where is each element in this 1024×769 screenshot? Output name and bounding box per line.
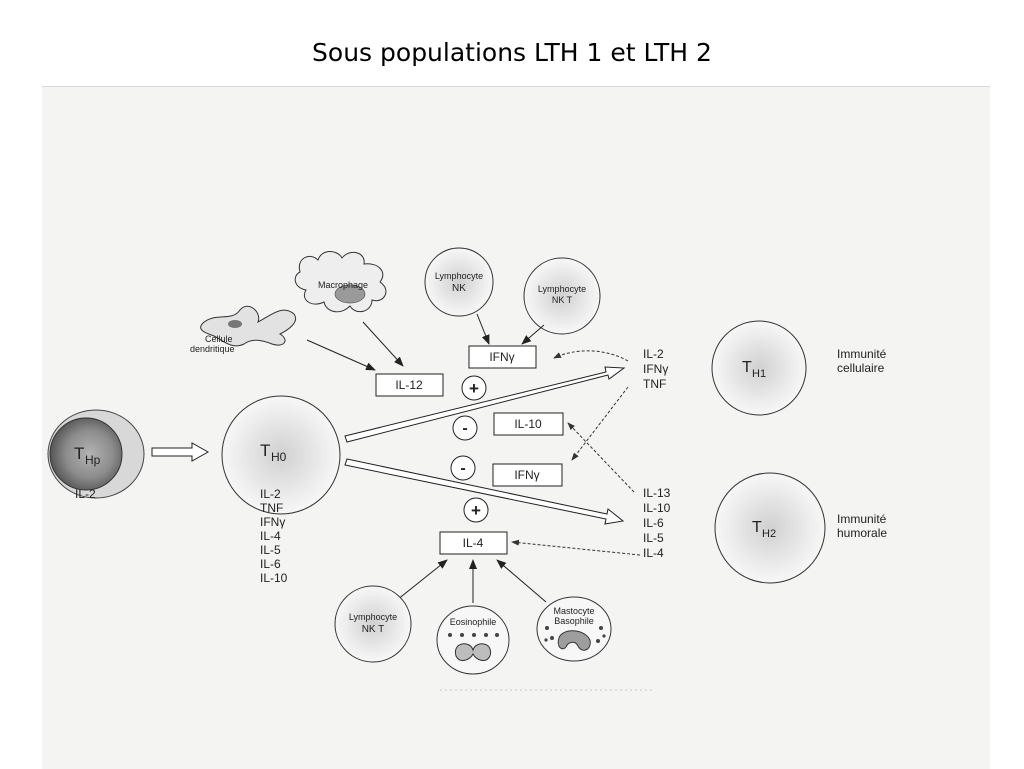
th2-label-sub: H2 bbox=[762, 528, 776, 540]
nk-label: NK bbox=[452, 283, 466, 294]
th1-cytokine: TNF bbox=[643, 377, 666, 391]
eosinophil-cell: Eosinophile bbox=[436, 605, 510, 675]
il12-box: IL-12 bbox=[375, 373, 444, 397]
dendritic-label: Cellule bbox=[205, 334, 233, 344]
il10-label: IL-10 bbox=[514, 417, 542, 431]
dendritic-label: dendritique bbox=[190, 344, 235, 354]
ifng-top-box: IFNγ bbox=[468, 345, 537, 369]
thp-il2: IL-2 bbox=[75, 487, 96, 501]
th0-secretion: IL-5 bbox=[260, 543, 281, 557]
th1-label: T bbox=[742, 359, 752, 376]
macrophage-cell: Macrophage bbox=[294, 251, 387, 313]
dendritic-to-il12-arrow bbox=[306, 339, 376, 371]
th0-secretion: IL-4 bbox=[260, 529, 281, 543]
th1-label-sub: H1 bbox=[752, 368, 766, 380]
th1-outcome: cellulaire bbox=[837, 361, 885, 375]
svg-text:+: + bbox=[471, 501, 481, 520]
th1-cell: T H1 bbox=[711, 320, 807, 416]
dendritic-cell: Cellule dendritique bbox=[190, 305, 296, 354]
ifng-mid-box: IFNγ bbox=[492, 463, 563, 487]
th0-secretion: IL-2 bbox=[260, 487, 281, 501]
th0-secretion: IL-10 bbox=[260, 571, 288, 585]
svg-text:-: - bbox=[462, 420, 467, 437]
th1-cytokine: IL-2 bbox=[643, 347, 664, 361]
th0-to-th2-arrow bbox=[344, 458, 625, 525]
eosinophil-label: Eosinophile bbox=[450, 617, 497, 627]
th0-label-sub: H0 bbox=[271, 450, 287, 464]
slide-title: Sous populations LTH 1 et LTH 2 bbox=[312, 38, 712, 67]
nkt-top-label: NK T bbox=[552, 295, 573, 305]
nkt-to-il4-arrow bbox=[396, 559, 448, 601]
plus-sign-top: + bbox=[461, 375, 487, 401]
th0-cell: T H0 bbox=[221, 395, 341, 515]
nkt-lymphocyte-bottom: Lymphocyte NK T bbox=[334, 585, 412, 663]
mastocyte-basophil-cell: Mastocyte Basophile bbox=[536, 596, 612, 662]
th1-to-ifng-feedback-arrow bbox=[553, 350, 629, 362]
th0-to-th1-arrow bbox=[344, 366, 626, 443]
th2-cytokine: IL-5 bbox=[643, 531, 664, 545]
ifng-mid-label: IFNγ bbox=[514, 468, 539, 482]
il12-label: IL-12 bbox=[395, 378, 423, 392]
th2-outcome: humorale bbox=[837, 526, 887, 540]
minus-sign-il10: - bbox=[452, 415, 478, 441]
th2-to-il4-feedback-arrow bbox=[511, 539, 641, 556]
il4-box: IL-4 bbox=[439, 531, 508, 555]
plus-sign-bottom: + bbox=[463, 497, 489, 523]
th0-label: T bbox=[260, 441, 270, 460]
il10-box: IL-10 bbox=[493, 412, 564, 436]
minus-sign-ifng: - bbox=[450, 455, 476, 481]
nkt-top-label: Lymphocyte bbox=[538, 284, 586, 294]
nkt-to-ifng-arrow bbox=[521, 324, 545, 345]
th0-secretion: IFNγ bbox=[260, 515, 285, 529]
mastocyte-to-il4-arrow bbox=[496, 559, 547, 603]
th1-inhibit-ifng-arrow bbox=[571, 386, 629, 461]
nkt-bottom-label: NK T bbox=[362, 624, 385, 635]
th2-cytokine-list: IL-13 IL-10 IL-6 IL-5 IL-4 bbox=[643, 486, 671, 560]
th1-cytokine-list: IL-2 IFNγ TNF bbox=[643, 347, 668, 391]
ifng-top-label: IFNγ bbox=[489, 350, 514, 364]
th0-secretion: TNF bbox=[260, 501, 283, 515]
th2-cytokine: IL-13 bbox=[643, 486, 671, 500]
nk-lymphocyte: Lymphocyte NK bbox=[424, 247, 494, 317]
svg-text:-: - bbox=[460, 460, 465, 477]
mastocyte-label: Basophile bbox=[554, 616, 594, 626]
mastocyte-label: Mastocyte bbox=[553, 606, 594, 616]
macrophage-to-il12-arrow bbox=[362, 321, 404, 367]
th2-label: T bbox=[752, 519, 762, 536]
nk-to-ifng-arrow bbox=[476, 313, 490, 345]
svg-text:+: + bbox=[469, 379, 479, 398]
th2-outcome: Immunité bbox=[837, 512, 887, 526]
th2-cytokine: IL-10 bbox=[643, 501, 671, 515]
th2-cytokine: IL-4 bbox=[643, 546, 664, 560]
th2-cell: T H2 bbox=[714, 472, 826, 584]
macrophage-label: Macrophage bbox=[318, 280, 368, 290]
thp-to-th0-arrow bbox=[151, 442, 210, 462]
nk-label: Lymphocyte bbox=[435, 271, 483, 281]
nkt-bottom-label: Lymphocyte bbox=[349, 612, 397, 622]
th2-cytokine: IL-6 bbox=[643, 516, 664, 530]
th0-secretion-list: IL-2 TNF IFNγ IL-4 IL-5 IL-6 IL-10 bbox=[260, 487, 288, 585]
th1-outcome: Immunité bbox=[837, 347, 887, 361]
thp-label-sub: Hp bbox=[85, 453, 101, 467]
thp-cell: T Hp bbox=[47, 409, 145, 499]
th1-cytokine: IFNγ bbox=[643, 362, 668, 376]
th0-secretion: IL-6 bbox=[260, 557, 281, 571]
nkt-lymphocyte-top: Lymphocyte NK T bbox=[523, 257, 601, 335]
th2-to-il10-arrow bbox=[567, 422, 635, 493]
il4-label: IL-4 bbox=[463, 536, 484, 550]
thp-label: T bbox=[74, 444, 84, 463]
